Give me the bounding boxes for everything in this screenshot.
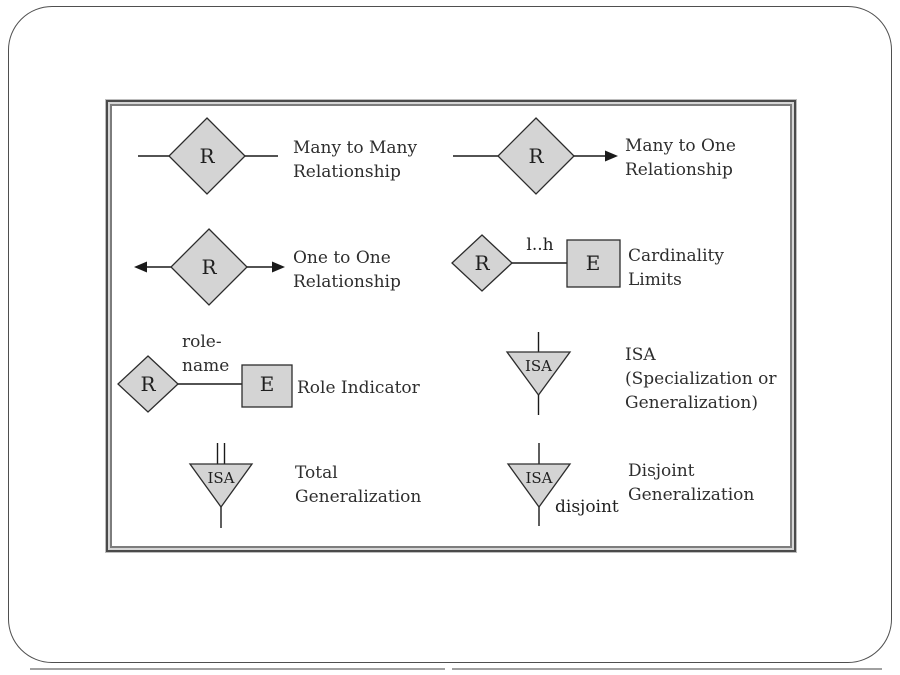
bottom-edge-line [30,668,445,670]
relationship-letter: R [140,372,156,396]
cardinality-limits-symbol: l..h E R [451,234,621,292]
legend-box: R R R l..h [105,99,797,553]
entry-label-one-to-one: One to One Relationship [293,248,401,292]
entity-letter: E [260,372,275,396]
cardinality-edge-label: l..h [526,235,553,255]
disjoint-edge-label: disjoint [555,497,619,517]
disjoint-generalization-symbol: ISA disjoint [506,443,619,526]
isa-letters: ISA [525,469,552,487]
entity-rectangle [566,239,621,288]
relationship-diamond [170,228,248,306]
arrowhead-icon [134,261,147,273]
legend-diagram: R R R l..h [117,117,621,528]
relationship-diamond [497,117,575,195]
isa-triangle [506,463,572,509]
isa-symbol: ISA [505,332,572,415]
many-to-one-symbol: R [453,117,618,195]
role-name-edge-label: role- name [182,332,230,376]
arrowhead-icon [272,261,285,273]
isa-letters: ISA [207,469,234,487]
total-generalization-symbol: ISA [188,443,254,528]
role-indicator-symbol: E R [117,355,293,413]
isa-letters: ISA [525,357,552,375]
relationship-letter: R [199,144,215,168]
one-to-one-symbol: R [134,228,285,306]
entry-label-many-to-many: Many to Many Relationship [293,138,418,182]
entry-label-cardinality-limits: Cardinality Limits [628,246,724,290]
relationship-letter: R [474,251,490,275]
relationship-letter: R [528,144,544,168]
relationship-letter: R [201,255,217,279]
bottom-edge-line [452,668,882,670]
arrowhead-icon [605,150,618,162]
entry-label-role-indicator: Role Indicator [297,378,420,398]
relationship-diamond [117,355,179,413]
many-to-many-symbol: R [138,117,278,195]
isa-triangle [505,351,572,397]
entry-label-disjoint-generalization: Disjoint Generalization [628,461,755,505]
slide-border [8,6,892,663]
entry-label-total-generalization: Total Generalization [295,463,422,507]
relationship-diamond [168,117,246,195]
entry-label-isa: ISA (Specialization or Generalization) [625,345,777,413]
relationship-diamond [451,234,513,292]
entity-rectangle [241,364,293,408]
isa-triangle [188,463,254,509]
entry-label-many-to-one: Many to One Relationship [625,136,736,180]
entity-letter: E [586,251,601,275]
